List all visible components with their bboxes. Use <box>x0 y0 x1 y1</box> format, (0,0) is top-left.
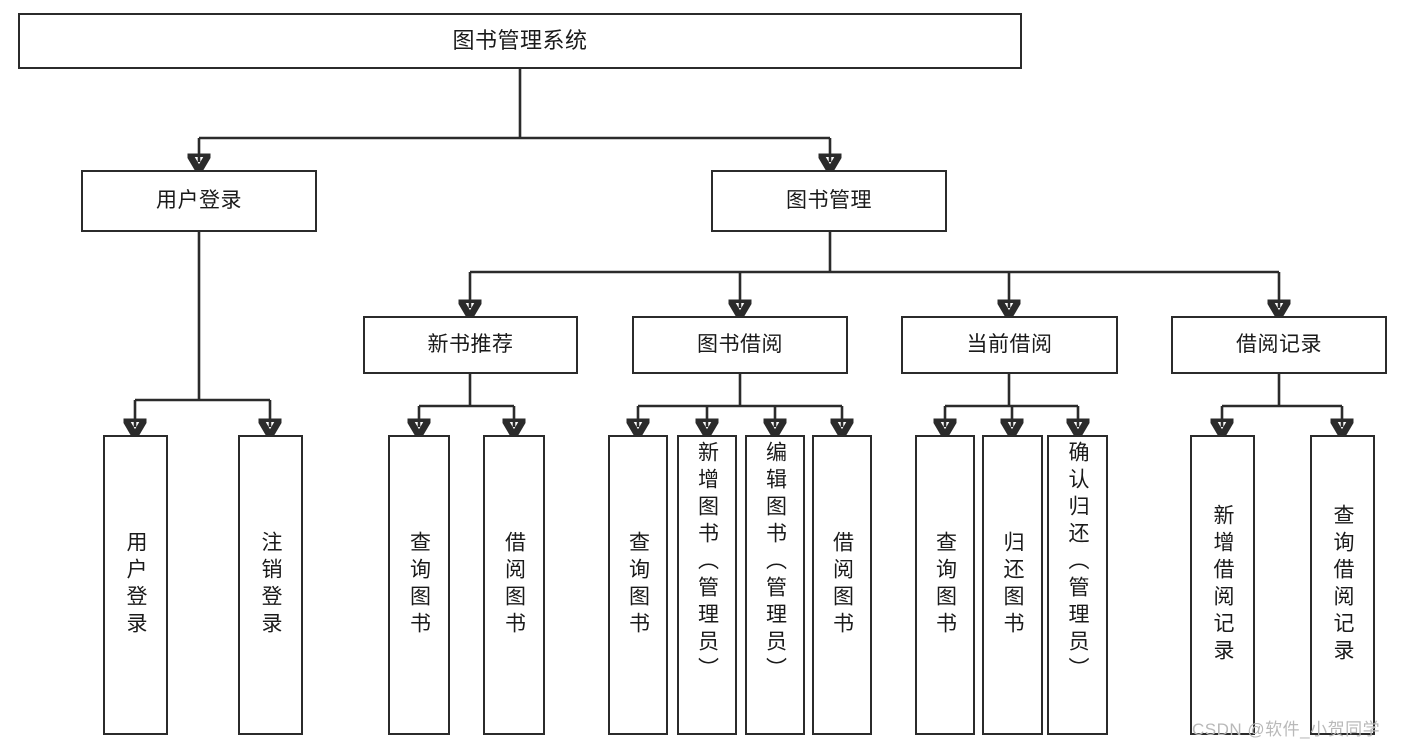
watermark-text: CSDN @软件_小贺同学 <box>1192 720 1381 739</box>
leaf-edit-book-admin-label: 编辑图书（管理员） <box>763 441 787 684</box>
node-user-login-label: 用户登录 <box>156 189 242 213</box>
leaf-user-login-label: 用户登录 <box>124 531 147 639</box>
leaf-confirm-return-admin-label: 确认归还（管理员） <box>1066 441 1089 684</box>
leaf-edit-book-admin[interactable]: 编辑图书（管理员） <box>745 435 805 735</box>
node-book-borrow-label: 图书借阅 <box>697 333 783 357</box>
leaf-query-book-recommend-label: 查询图书 <box>407 531 431 639</box>
node-current-borrow[interactable]: 当前借阅 <box>901 316 1118 374</box>
leaf-return-book[interactable]: 归还图书 <box>982 435 1043 735</box>
leaf-confirm-return-admin[interactable]: 确认归还（管理员） <box>1047 435 1108 735</box>
leaf-query-book-recommend[interactable]: 查询图书 <box>388 435 450 735</box>
leaf-query-book-current-label: 查询图书 <box>933 531 957 639</box>
leaf-user-login[interactable]: 用户登录 <box>103 435 168 735</box>
node-book-management-label: 图书管理 <box>786 189 872 213</box>
node-book-borrow[interactable]: 图书借阅 <box>632 316 848 374</box>
leaf-return-book-label: 归还图书 <box>1001 531 1024 639</box>
leaf-logout[interactable]: 注销登录 <box>238 435 303 735</box>
node-book-management[interactable]: 图书管理 <box>711 170 947 232</box>
leaf-add-book-admin[interactable]: 新增图书（管理员） <box>677 435 737 735</box>
node-new-book-recommend[interactable]: 新书推荐 <box>363 316 578 374</box>
leaf-logout-label: 注销登录 <box>259 531 282 639</box>
leaf-query-book-borrow-label: 查询图书 <box>626 531 650 639</box>
node-root-label: 图书管理系统 <box>452 27 588 53</box>
leaf-query-borrow-record[interactable]: 查询借阅记录 <box>1310 435 1375 735</box>
leaf-add-borrow-record-label: 新增借阅记录 <box>1211 504 1234 666</box>
leaf-query-book-current[interactable]: 查询图书 <box>915 435 975 735</box>
leaf-borrow-book-label: 借阅图书 <box>830 531 854 639</box>
leaf-add-borrow-record[interactable]: 新增借阅记录 <box>1190 435 1255 735</box>
leaf-add-book-admin-label: 新增图书（管理员） <box>695 441 719 684</box>
leaf-borrow-book-recommend[interactable]: 借阅图书 <box>483 435 545 735</box>
leaf-borrow-book-recommend-label: 借阅图书 <box>502 531 526 639</box>
node-borrow-records-label: 借阅记录 <box>1236 333 1322 357</box>
node-current-borrow-label: 当前借阅 <box>966 333 1053 357</box>
leaf-query-book-borrow[interactable]: 查询图书 <box>608 435 668 735</box>
node-new-book-recommend-label: 新书推荐 <box>427 333 514 357</box>
leaf-query-borrow-record-label: 查询借阅记录 <box>1331 504 1354 666</box>
node-user-login[interactable]: 用户登录 <box>81 170 317 232</box>
leaf-borrow-book[interactable]: 借阅图书 <box>812 435 872 735</box>
node-borrow-records[interactable]: 借阅记录 <box>1171 316 1387 374</box>
node-root[interactable]: 图书管理系统 <box>18 13 1022 69</box>
